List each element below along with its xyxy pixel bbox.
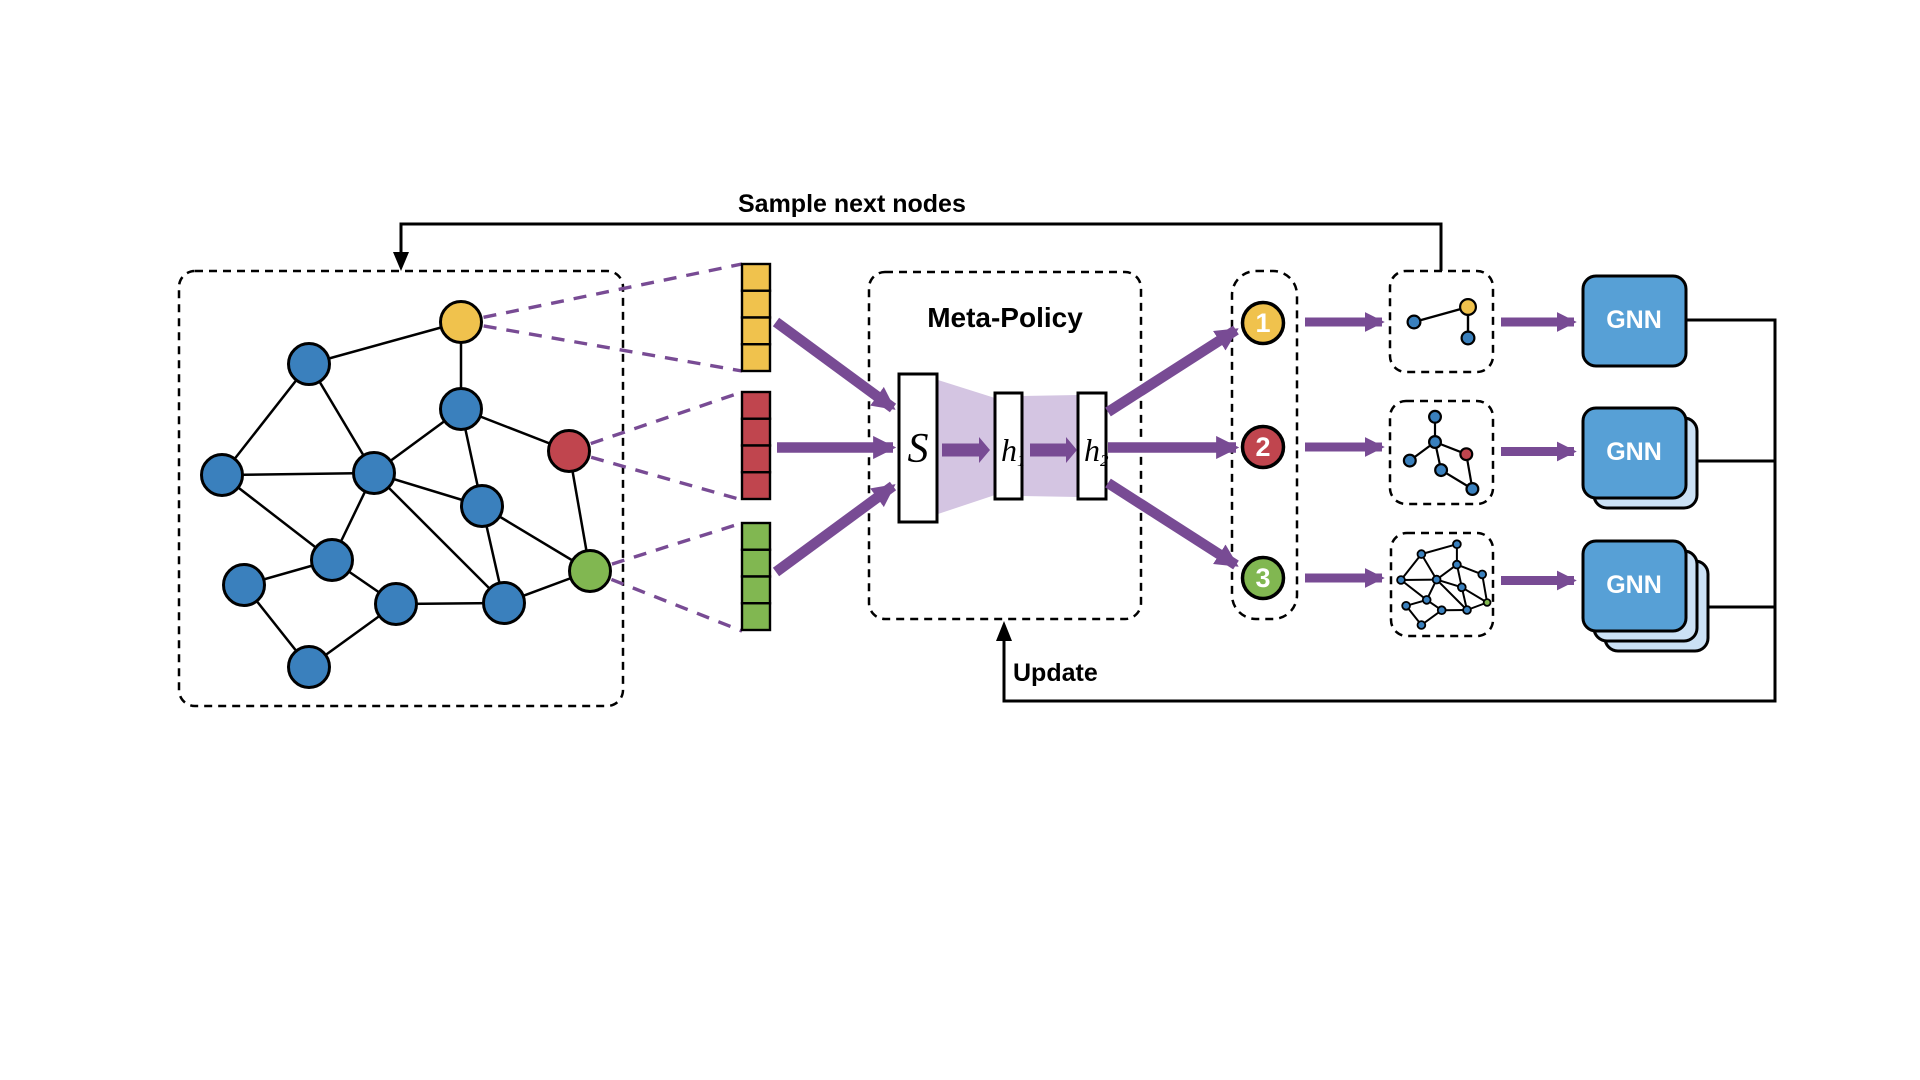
svg-text:2: 2 (1255, 432, 1270, 462)
svg-text:Sample next nodes: Sample next nodes (738, 190, 966, 218)
svg-text:GNN: GNN (1606, 438, 1662, 466)
svg-text:Update: Update (1013, 659, 1098, 687)
svg-text:1: 1 (1255, 308, 1270, 338)
svg-text:S: S (908, 426, 929, 472)
svg-text:3: 3 (1255, 563, 1270, 593)
svg-text:Meta-Policy: Meta-Policy (927, 302, 1083, 333)
svg-text:GNN: GNN (1606, 306, 1662, 334)
svg-text:GNN: GNN (1606, 571, 1662, 599)
